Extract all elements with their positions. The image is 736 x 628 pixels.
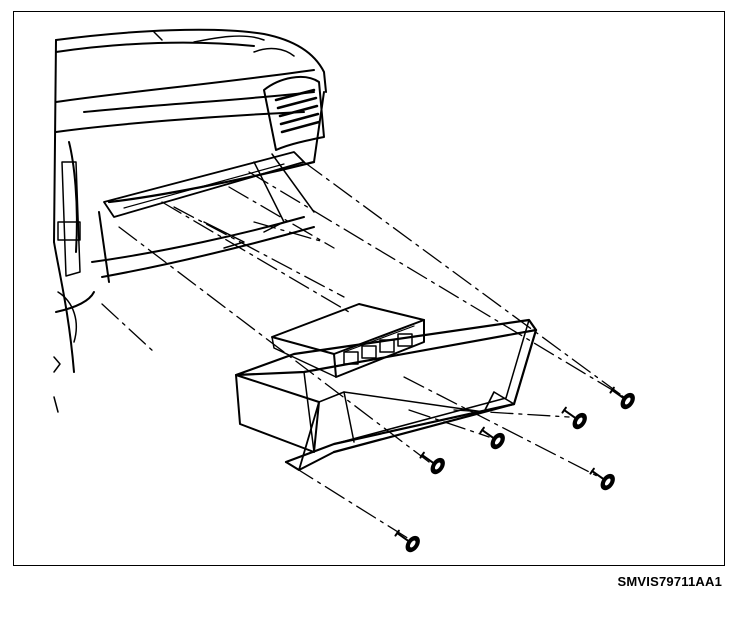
air-vent-icon <box>253 47 325 151</box>
screw-icon <box>394 386 635 553</box>
figure-frame <box>13 11 725 566</box>
figure-id-label: SMVIS79711AA1 <box>617 574 722 589</box>
mounting-bracket <box>234 318 538 471</box>
alignment-lines <box>101 161 625 543</box>
control-module <box>271 303 425 378</box>
glove-box-opening <box>103 151 315 249</box>
exploded-view-drawing <box>53 28 635 553</box>
instrument-panel <box>53 28 327 413</box>
